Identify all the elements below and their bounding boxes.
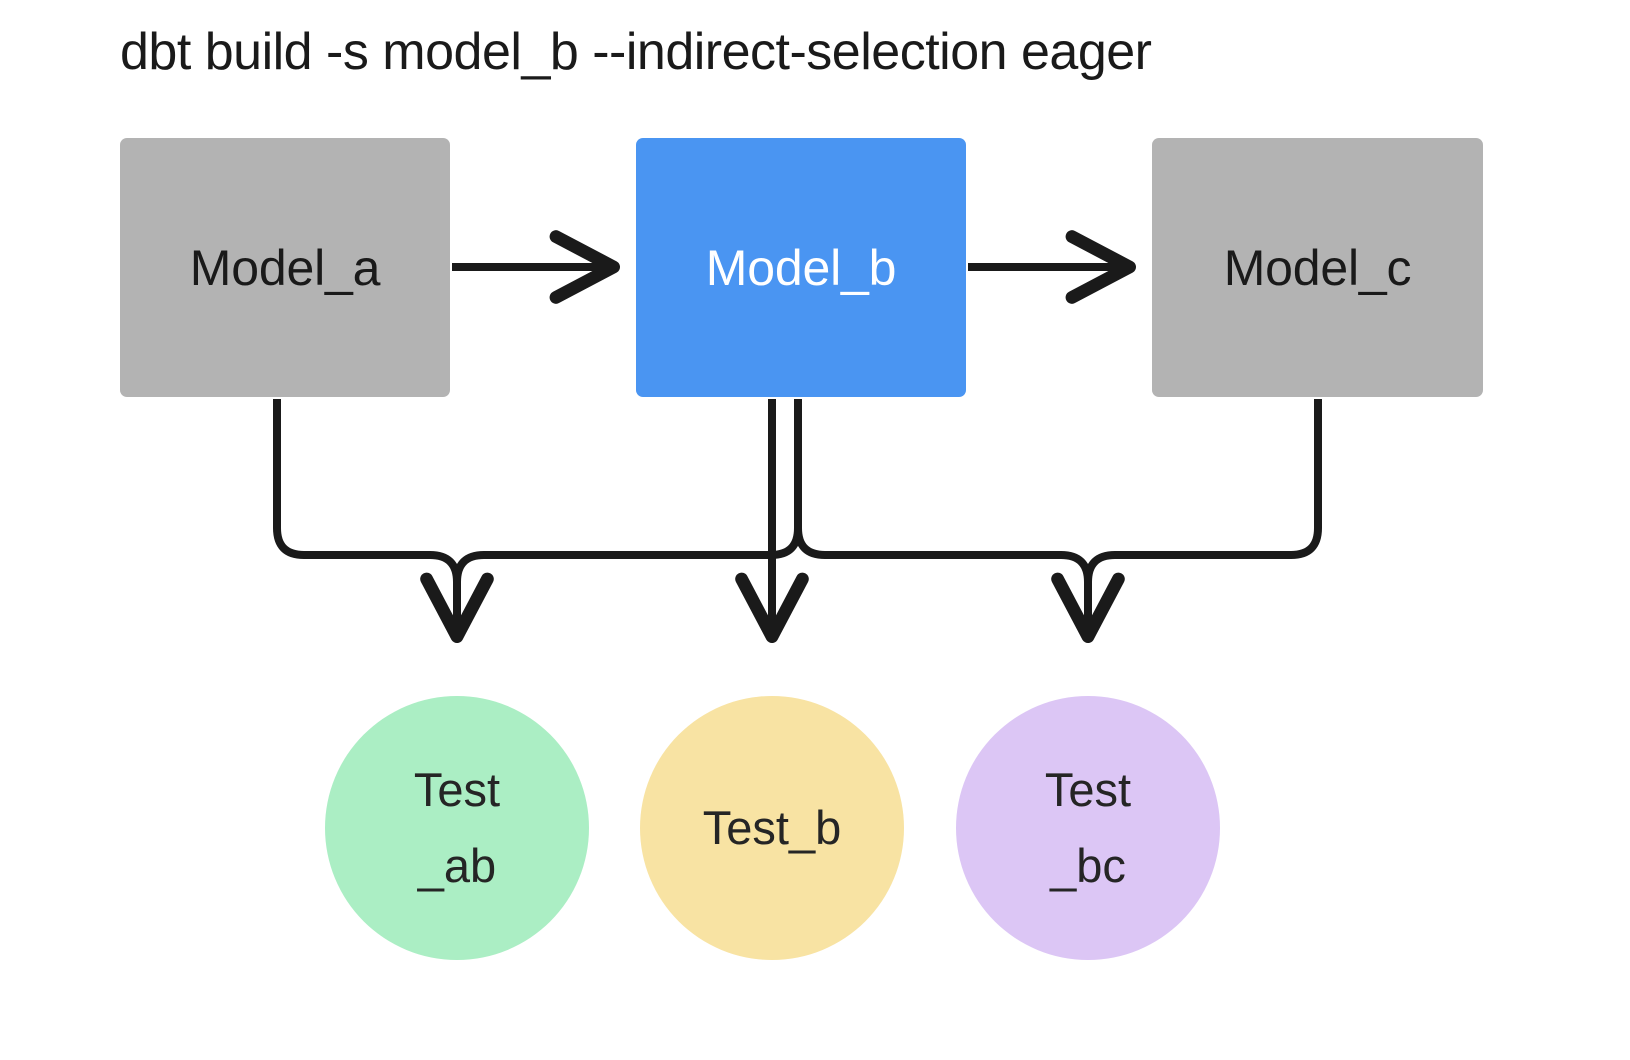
node-model-c-label: Model_c [1223,239,1412,296]
node-test-b-label-line-1: Test_b [702,800,842,854]
node-model-a[interactable]: Model_a [120,138,450,397]
node-model-c[interactable]: Model_c [1152,138,1483,397]
diagram-title: dbt build -s model_b --indirect-selectio… [120,23,1152,81]
node-test-ab-label-line-2: _ab [417,839,497,892]
edge-model-c-to-test-bc [1084,399,1322,639]
node-test-bc-label-line-1: Test [1044,762,1132,816]
node-model-a-label: Model_a [189,239,381,296]
node-test-ab-label-line-1: Test [413,762,501,816]
edge-model-a-to-test-ab [273,399,494,643]
edge-model-b-to-test-bc [794,399,1125,643]
node-test-bc-label-line-2: _bc [1050,839,1126,892]
node-test-bc[interactable]: Test _bc [956,696,1220,960]
node-test-b[interactable]: Test_b [640,696,904,960]
node-model-b[interactable]: Model_b [636,138,966,397]
node-model-b-label: Model_b [705,239,897,296]
node-test-ab[interactable]: Test _ab [325,696,589,960]
edge-model-b-to-test-ab [453,399,802,639]
